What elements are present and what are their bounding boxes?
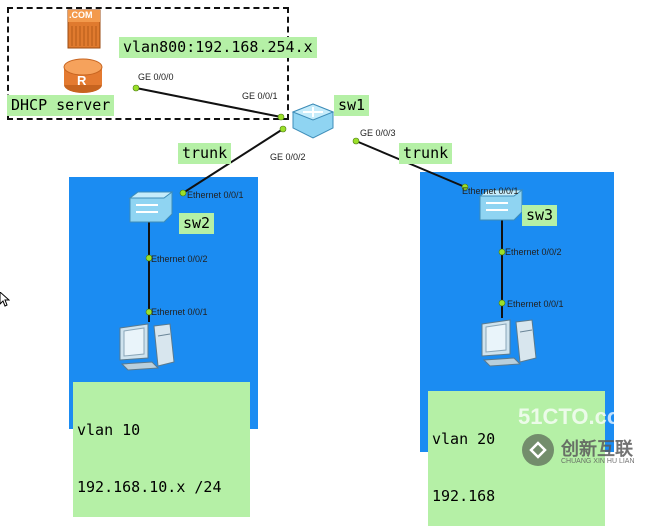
- port-dot: [145, 254, 153, 262]
- port-sw3-eth002: Ethernet 0/0/2: [505, 247, 562, 257]
- port-sw1-ge002: GE 0/0/2: [270, 152, 306, 162]
- port-sw2-eth002: Ethernet 0/0/2: [151, 254, 208, 264]
- vlan800-label: vlan800:192.168.254.x: [119, 37, 317, 58]
- link-router-sw1: [135, 87, 282, 118]
- trunk-left-label: trunk: [178, 143, 232, 164]
- mouse-cursor-icon: [0, 291, 11, 308]
- link-sw1-sw2: [182, 128, 284, 194]
- vlan20-subnet: 192.168: [432, 487, 496, 505]
- trunk-right-label: trunk: [399, 143, 453, 164]
- watermark-brand-pinyin: CHUANG XIN HU LIAN: [561, 458, 635, 465]
- port-dot: [277, 113, 285, 121]
- core-switch-icon[interactable]: [289, 102, 335, 140]
- dhcp-dashed-region: [7, 7, 289, 120]
- vlan10-label: vlan 10 192.168.10.x /24: [73, 382, 250, 517]
- port-sw2-eth001: Ethernet 0/0/1: [187, 190, 244, 200]
- sw3-label: sw3: [522, 205, 558, 226]
- router-icon: R: [62, 55, 104, 95]
- switch-icon[interactable]: [478, 188, 524, 222]
- router-glyph: R: [77, 73, 87, 88]
- pc-icon[interactable]: [480, 318, 542, 368]
- port-dot: [498, 299, 506, 307]
- port-sw3-eth001: Ethernet 0/0/1: [462, 186, 519, 196]
- port-dot: [279, 125, 287, 133]
- port-sw1-ge001: GE 0/0/1: [242, 91, 278, 101]
- port-dot: [498, 248, 506, 256]
- vlan10-name: vlan 10: [77, 421, 141, 439]
- watermark-logo-icon: [520, 432, 556, 468]
- server-icon: .COM: [66, 6, 102, 50]
- link-layer: [132, 84, 506, 322]
- sw1-label: sw1: [334, 95, 370, 116]
- port-pc2-eth001: Ethernet 0/0/1: [507, 299, 564, 309]
- port-dot: [145, 308, 153, 316]
- watermark-brand: 创新互联: [561, 439, 633, 459]
- port-sw1-ge003: GE 0/0/3: [360, 128, 396, 138]
- port-dot: [461, 183, 469, 191]
- port-dot: [132, 84, 140, 92]
- pc-icon[interactable]: [118, 322, 180, 372]
- port-dot: [352, 137, 360, 145]
- watermark-site: 51CTO.com: [518, 404, 640, 429]
- switch-icon[interactable]: [128, 190, 174, 224]
- vlan20-name: vlan 20: [432, 430, 496, 448]
- sw2-label: sw2: [179, 213, 215, 234]
- port-pc1-eth001: Ethernet 0/0/1: [151, 307, 208, 317]
- dhcp-server-label: DHCP server: [7, 95, 115, 116]
- server-label: .COM: [69, 10, 93, 20]
- port-router-ge000: GE 0/0/0: [138, 72, 174, 82]
- port-dot: [179, 189, 187, 197]
- link-sw1-sw3: [355, 140, 466, 188]
